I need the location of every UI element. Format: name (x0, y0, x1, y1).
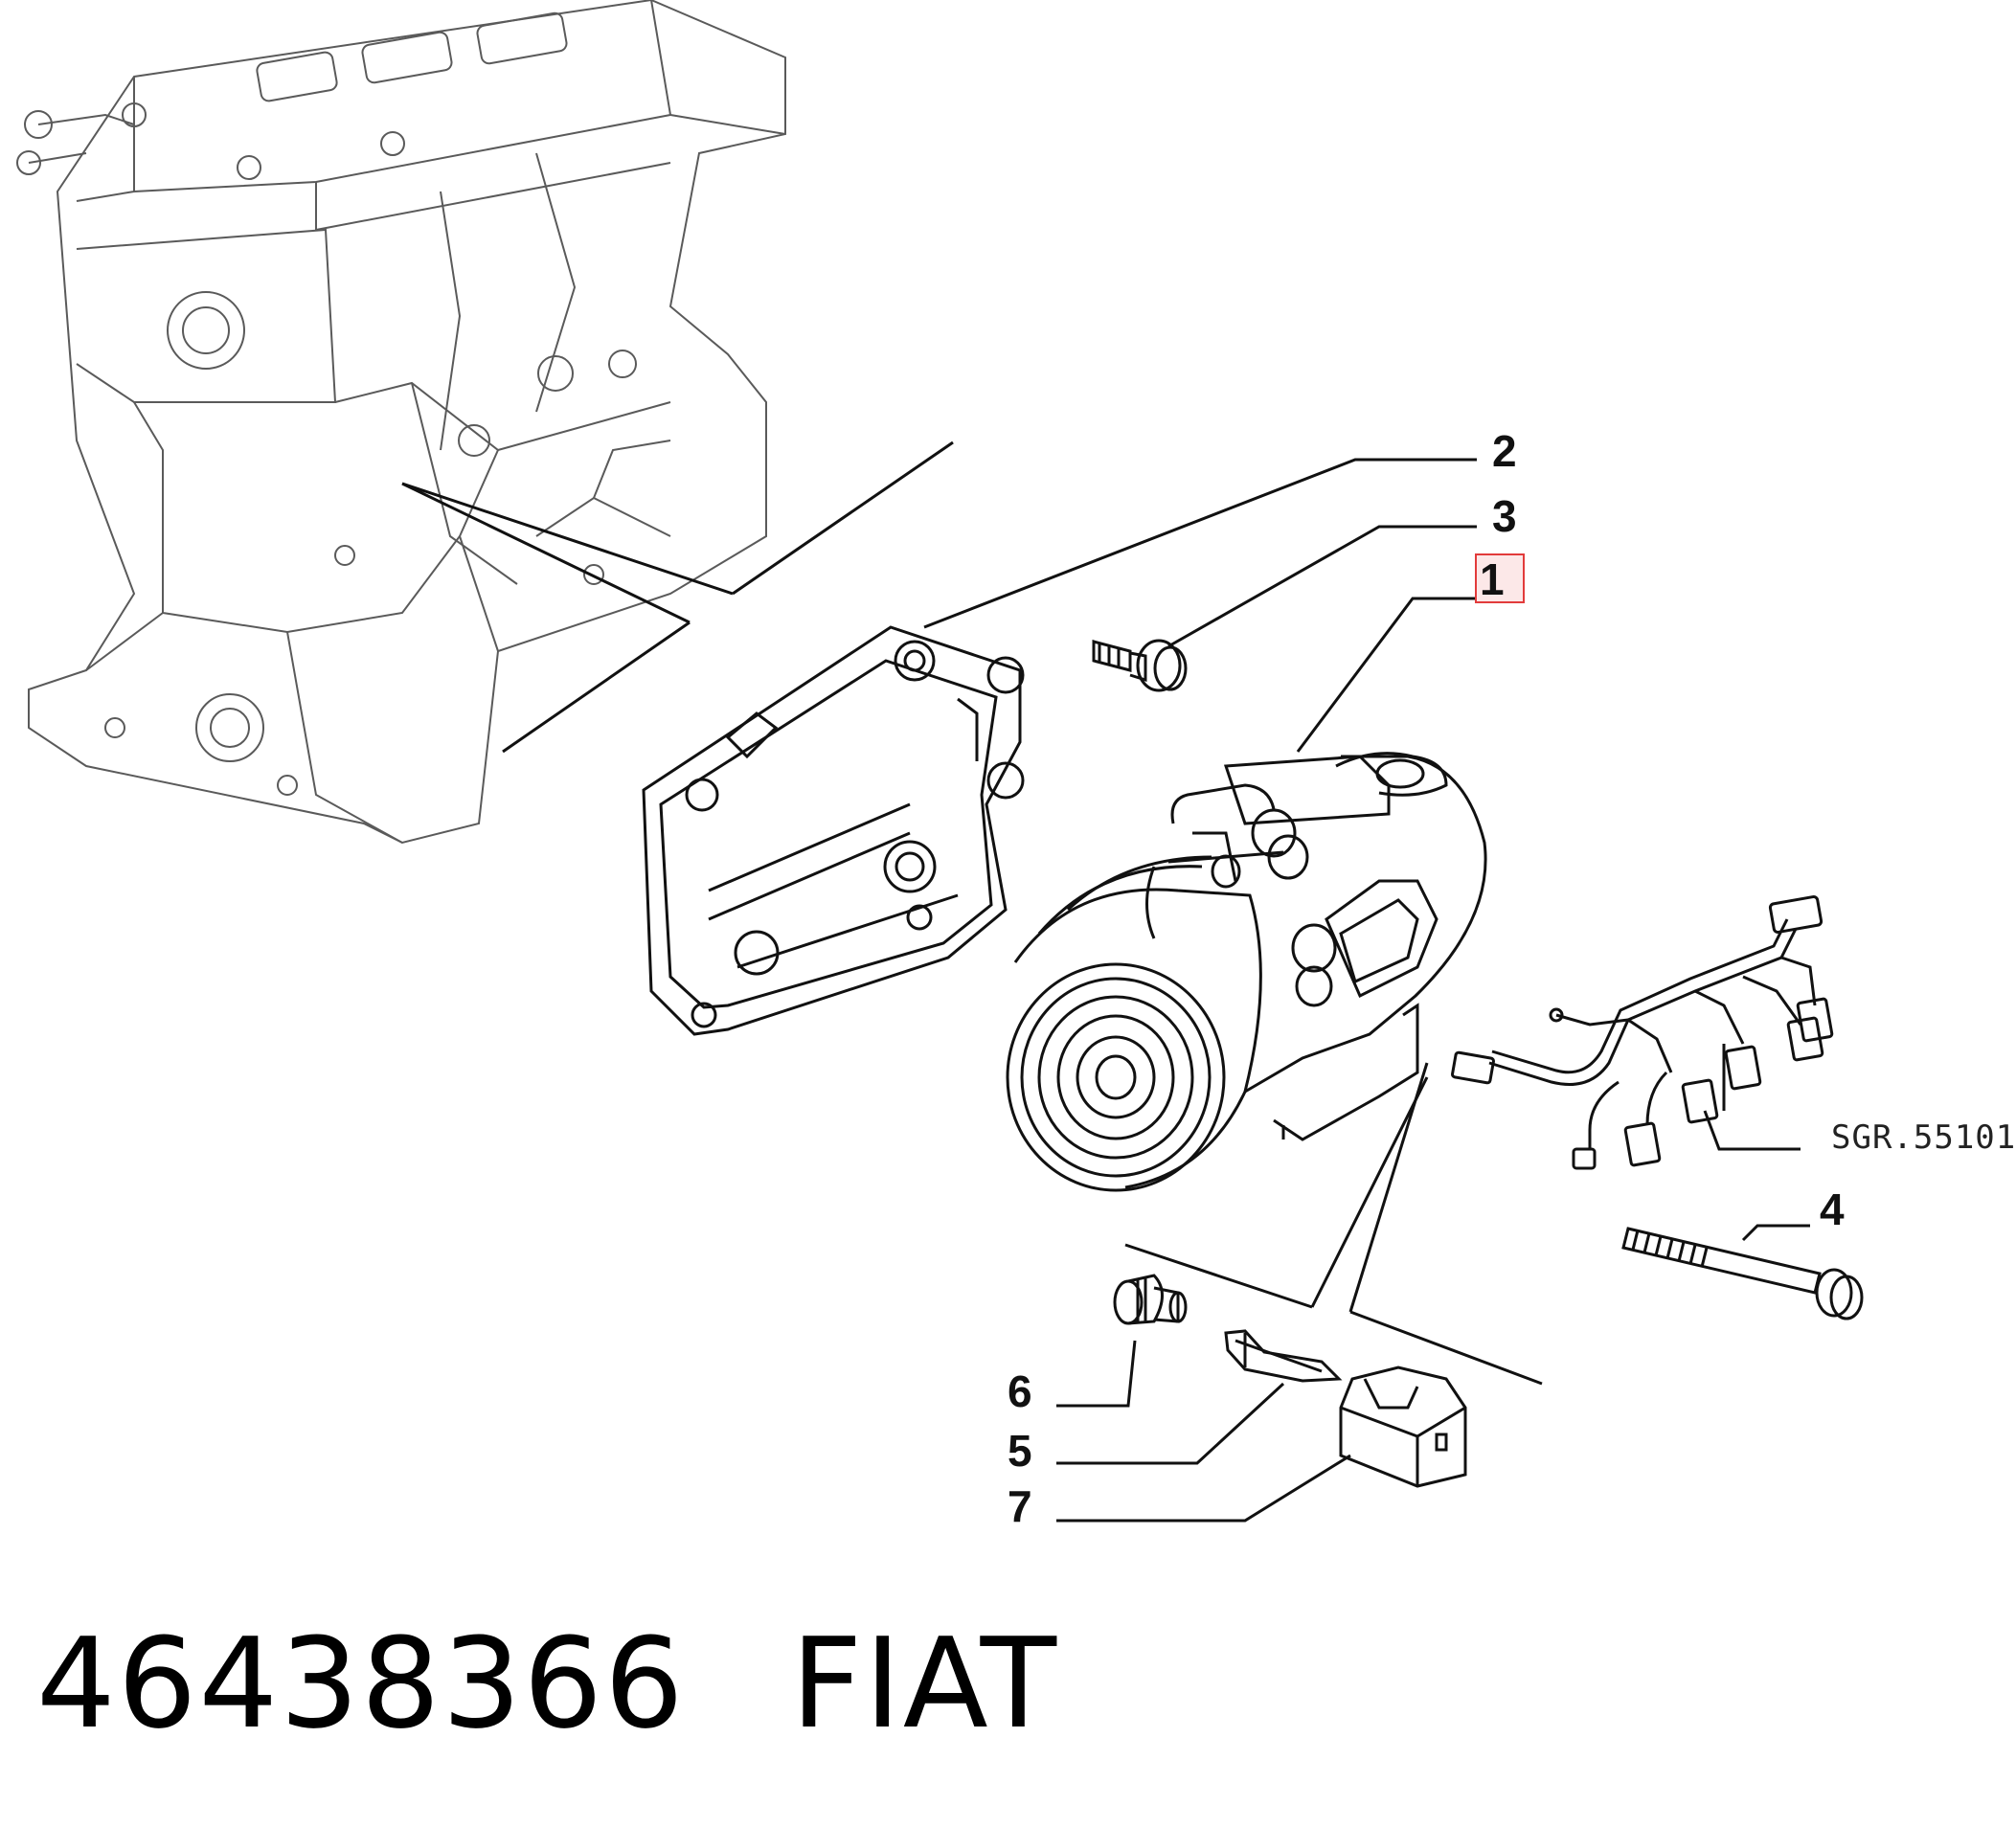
callout-leader-lines (923, 458, 1810, 1523)
terminal-clip-part (1224, 1329, 1343, 1383)
wiring-harness-part (1451, 895, 1834, 1170)
bracket-gasket-part (642, 625, 1025, 1036)
engine-leader-lines (401, 440, 954, 754)
callout-3[interactable]: 3 (1492, 491, 1517, 541)
callout-4[interactable]: 4 (1820, 1185, 1845, 1234)
plug-part (1113, 1274, 1188, 1325)
reference-code: SGR.55101 (1831, 1118, 2016, 1157)
callout-5[interactable]: 5 (1008, 1426, 1032, 1476)
part-caption: 46438366 FIAT (36, 1611, 1058, 1756)
connector-housing-part (1339, 1365, 1467, 1488)
engine-block-drawing (16, 0, 786, 845)
callout-2[interactable]: 2 (1492, 426, 1517, 476)
part-number: 46438366 (36, 1611, 686, 1756)
brand-name: FIAT (790, 1611, 1059, 1756)
compressor-part (1006, 752, 1487, 1192)
long-bolt-part (1621, 1227, 1864, 1320)
callout-6[interactable]: 6 (1008, 1366, 1032, 1416)
callout-1[interactable]: 1 (1480, 554, 1505, 604)
callout-7[interactable]: 7 (1008, 1481, 1032, 1531)
highlighted-callout-box (1475, 553, 1525, 603)
small-bolt-part (1092, 639, 1188, 692)
